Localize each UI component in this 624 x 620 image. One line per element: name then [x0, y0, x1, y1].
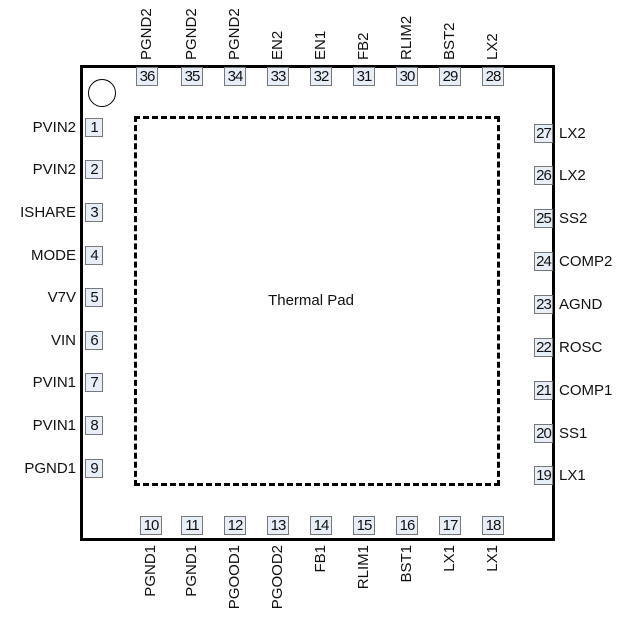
pin-number-box: 19: [534, 466, 553, 485]
pin-number-box: 13: [267, 516, 289, 535]
pin-number-box: 7: [85, 373, 103, 392]
pin-name-label: LX2: [559, 125, 586, 142]
pin-number-box: 14: [310, 516, 332, 535]
pin-name-label: PVIN2: [32, 161, 76, 178]
pin-name-label: PGOOD2: [269, 545, 286, 610]
thermal-pad-outline: [134, 116, 500, 486]
pin-name-label: PGND1: [142, 545, 159, 597]
pin-number-box: 20: [534, 424, 553, 443]
pin-name-label: PGND2: [226, 8, 243, 60]
ic-package-outline: [80, 65, 555, 541]
pin-number-box: 29: [439, 67, 461, 86]
pin-name-label: FB1: [312, 545, 329, 573]
pin-number-box: 15: [353, 516, 375, 535]
pin-number-box: 17: [439, 516, 461, 535]
pin-name-label: PGND1: [183, 545, 200, 597]
pin-name-label: BST1: [398, 545, 415, 583]
pin-number-box: 24: [534, 252, 553, 271]
pin-name-label: EN2: [269, 30, 286, 60]
pin-name-label: LX1: [441, 545, 458, 572]
pin-number-box: 18: [482, 516, 504, 535]
pin-number-box: 1: [85, 118, 103, 137]
pin-name-label: ISHARE: [20, 204, 76, 221]
pin-name-label: PGND1: [24, 460, 76, 477]
pin-number-box: 26: [534, 166, 553, 185]
pin-number-box: 11: [181, 516, 203, 535]
pin-name-label: SS2: [559, 210, 588, 227]
pin-name-label: AGND: [559, 296, 603, 313]
thermal-pad-label: Thermal Pad: [268, 292, 354, 309]
pin-name-label: PGND2: [183, 8, 200, 60]
pin-number-box: 36: [136, 67, 158, 86]
pin-name-label: PVIN1: [32, 417, 76, 434]
pin-number-box: 34: [224, 67, 246, 86]
pin-name-label: V7V: [47, 289, 76, 306]
pin-name-label: RLIM2: [398, 15, 415, 60]
pin-number-box: 5: [85, 288, 103, 307]
pin-name-label: FB2: [355, 32, 372, 60]
pin-number-box: 23: [534, 295, 553, 314]
pin-name-label: PVIN1: [32, 374, 76, 391]
pin-number-box: 6: [85, 331, 103, 350]
pin-number-box: 27: [534, 124, 553, 143]
pin-name-label: PGOOD1: [226, 545, 243, 610]
pin-number-box: 35: [181, 67, 203, 86]
pin-number-box: 28: [482, 67, 504, 86]
pin-number-box: 8: [85, 416, 103, 435]
pin-number-box: 10: [140, 516, 162, 535]
pin-number-box: 25: [534, 209, 553, 228]
pin-number-box: 32: [310, 67, 332, 86]
pin-number-box: 3: [85, 203, 103, 222]
pin-name-label: COMP1: [559, 382, 613, 399]
pin-number-box: 30: [396, 67, 418, 86]
pin-name-label: LX2: [559, 167, 586, 184]
pin-name-label: BST2: [441, 22, 458, 60]
pin-number-box: 9: [85, 459, 103, 478]
pin-name-label: MODE: [31, 247, 76, 264]
pin-name-label: PGND2: [138, 8, 155, 60]
pin-name-label: RLIM1: [355, 545, 372, 590]
pin-name-label: SS1: [559, 425, 588, 442]
pin-name-label: COMP2: [559, 253, 613, 270]
pin-number-box: 31: [353, 67, 375, 86]
pin-number-box: 12: [224, 516, 246, 535]
pin-number-box: 2: [85, 160, 103, 179]
pin-name-label: LX2: [484, 33, 501, 60]
pin-name-label: LX1: [484, 545, 501, 572]
pin-name-label: EN1: [312, 30, 329, 60]
pin-number-box: 21: [534, 381, 553, 400]
pin-number-box: 16: [396, 516, 418, 535]
pin-name-label: ROSC: [559, 339, 603, 356]
pin-name-label: LX1: [559, 467, 586, 484]
pin-name-label: VIN: [50, 332, 76, 349]
pin-number-box: 22: [534, 338, 553, 357]
pin-number-box: 33: [267, 67, 289, 86]
pin1-indicator-icon: [88, 79, 116, 107]
pin-name-label: PVIN2: [32, 119, 76, 136]
pin-number-box: 4: [85, 246, 103, 265]
